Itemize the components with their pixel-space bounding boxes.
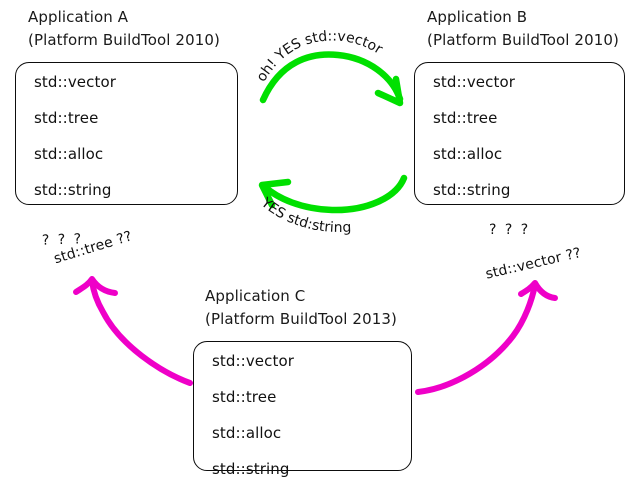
arrow-a-to-b-label: oh! YES std::vector <box>254 28 386 84</box>
arrow-b-to-a-shaft <box>260 174 408 214</box>
application-b-item-list: std::vector std::tree std::alloc std::st… <box>415 63 624 198</box>
arrow-a-to-b-label-text: oh! YES std::vector <box>254 28 386 84</box>
arrow-b-to-a <box>258 174 408 214</box>
arrow-c-to-a-shaft <box>89 278 193 386</box>
application-a-box: std::vector std::tree std::alloc std::st… <box>15 62 238 205</box>
arrow-c-to-b-question-marks: ? ? ? <box>489 222 531 238</box>
arrow-c-to-b-shaft <box>415 282 538 395</box>
list-item: std::vector <box>212 352 295 370</box>
application-c-heading: Application C (Platform BuildTool 2013) <box>205 285 397 332</box>
application-c-item-list: std::vector std::tree std::alloc std::st… <box>194 342 411 477</box>
application-c-title: Application C <box>205 287 306 305</box>
list-item: std::tree <box>433 109 498 127</box>
application-b-subtitle: (Platform BuildTool 2010) <box>427 31 619 50</box>
arrow-b-to-a-head <box>258 178 292 209</box>
arrow-b-to-a-label-text: YES std:string <box>257 194 352 236</box>
arrow-c-to-b-head <box>518 280 558 301</box>
application-c-box: std::vector std::tree std::alloc std::st… <box>193 341 412 477</box>
arrow-b-to-a-label: YES std:string <box>257 194 352 236</box>
arrow-c-to-b <box>415 280 558 395</box>
application-a-item-list: std::vector std::tree std::alloc std::st… <box>16 63 237 198</box>
arrow-a-to-b <box>259 51 404 107</box>
application-b-title: Application B <box>427 8 528 26</box>
list-item: std::alloc <box>34 145 104 163</box>
list-item: std::string <box>212 460 290 478</box>
arrow-a-to-b-head <box>374 75 404 107</box>
application-c-subtitle: (Platform BuildTool 2013) <box>205 310 397 329</box>
list-item: std::string <box>34 181 112 199</box>
list-item: std::vector <box>433 73 516 91</box>
list-item: std::alloc <box>212 424 282 442</box>
list-item: std::string <box>433 181 511 199</box>
application-b-box: std::vector std::tree std::alloc std::st… <box>414 62 625 205</box>
application-a-title: Application A <box>28 8 129 26</box>
arrow-c-to-a <box>73 276 193 386</box>
arrow-c-to-a-head <box>73 276 118 296</box>
list-item: std::tree <box>212 388 277 406</box>
list-item: std::vector <box>34 73 117 91</box>
application-b-heading: Application B (Platform BuildTool 2010) <box>427 6 619 53</box>
list-item: std::tree <box>34 109 99 127</box>
arrow-c-to-b-label: std::vector ?? <box>484 245 583 283</box>
application-a-subtitle: (Platform BuildTool 2010) <box>28 31 220 50</box>
arrow-a-to-b-shaft <box>259 51 404 104</box>
list-item: std::alloc <box>433 145 503 163</box>
application-a-heading: Application A (Platform BuildTool 2010) <box>28 6 220 53</box>
